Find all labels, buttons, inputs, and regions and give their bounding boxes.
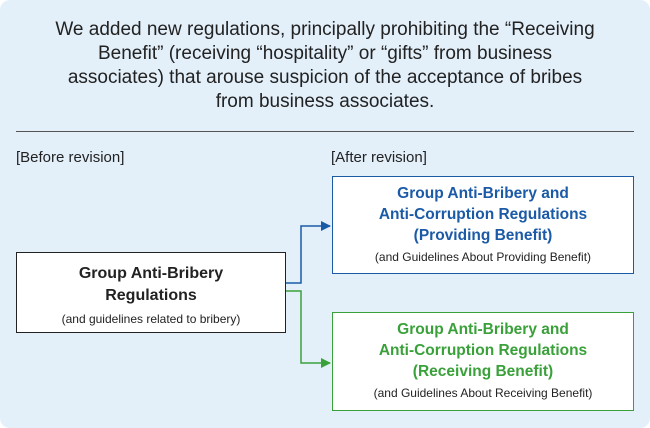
title-line: Regulations — [105, 287, 197, 304]
providing-arrow — [286, 221, 331, 284]
providing-box-note: (and Guidelines About Providing Benefit) — [374, 250, 592, 264]
divider — [16, 131, 634, 132]
receiving-box-title: Group Anti-Bribery and Anti-Corruption R… — [333, 319, 633, 382]
intro-line: Benefit” (receiving “hospitality” or “gi… — [97, 43, 553, 64]
receiving-box-note: (and Guidelines About Receiving Benefit) — [373, 386, 593, 400]
title-line: Group Anti-Bribery and — [397, 321, 569, 338]
intro-text: We added new regulations, principally pr… — [20, 18, 630, 114]
before-regulations-box: Group Anti-Bribery Regulations (and guid… — [16, 252, 286, 333]
intro-line: We added new regulations, principally pr… — [55, 19, 595, 40]
title-line: (Receiving Benefit) — [412, 363, 554, 380]
before-box-title: Group Anti-Bribery Regulations — [17, 263, 285, 307]
title-line: (Providing Benefit) — [413, 227, 553, 244]
title-line: Anti-Corruption Regulations — [378, 206, 588, 223]
intro-line: from business associates. — [215, 91, 435, 112]
receiving-arrow — [286, 290, 331, 368]
intro-line: associates) that arouse suspicion of the… — [67, 67, 583, 88]
title-line: Group Anti-Bribery and — [397, 185, 569, 202]
title-line: Anti-Corruption Regulations — [378, 342, 588, 359]
after-revision-caption: [After revision] — [331, 149, 427, 166]
providing-box-title: Group Anti-Bribery and Anti-Corruption R… — [333, 183, 633, 246]
providing-benefit-box: Group Anti-Bribery and Anti-Corruption R… — [332, 176, 634, 274]
before-box-note: (and guidelines related to bribery) — [61, 312, 241, 326]
title-line: Group Anti-Bribery — [78, 265, 224, 282]
receiving-benefit-box: Group Anti-Bribery and Anti-Corruption R… — [332, 312, 634, 411]
before-revision-caption: [Before revision] — [16, 149, 125, 166]
